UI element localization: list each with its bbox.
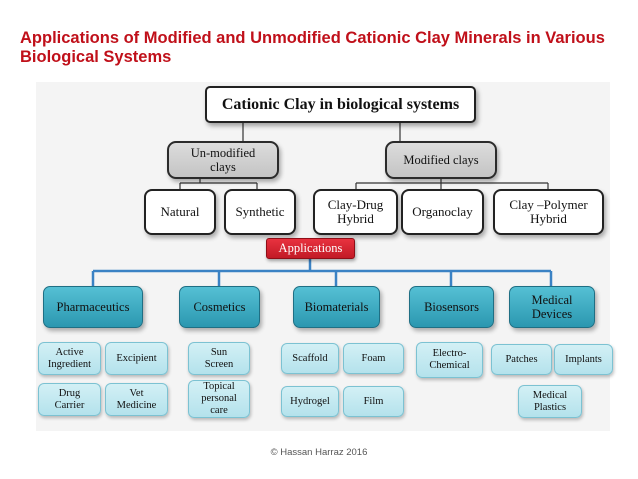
film-leaf: Film xyxy=(343,386,404,417)
excipient-label: Excipient xyxy=(116,352,157,364)
sun-screen-label: Sun Screen xyxy=(204,346,234,370)
applications-label: Applications xyxy=(278,241,343,255)
hydrogel-leaf: Hydrogel xyxy=(281,386,339,417)
film-label: Film xyxy=(363,395,384,407)
biomaterials-node: Biomaterials xyxy=(293,286,380,328)
organoclay-label: Organoclay xyxy=(412,204,473,219)
synthetic-node: Synthetic xyxy=(224,189,296,235)
active-ingredient-leaf: Active Ingredient xyxy=(38,342,101,375)
synthetic-label: Synthetic xyxy=(235,204,285,219)
implants-leaf: Implants xyxy=(554,344,613,375)
biosensors-label: Biosensors xyxy=(424,300,479,314)
topical-personal-care-label: Topical personal care xyxy=(201,381,237,416)
modified-clays-node: Modified clays xyxy=(385,141,497,179)
vet-medicine-leaf: Vet Medicine xyxy=(105,383,168,416)
clay-polymer-hybrid-node: Clay –Polymer Hybrid xyxy=(493,189,604,235)
clay-drug-hybrid-label: Clay-Drug Hybrid xyxy=(327,197,384,226)
modified-clays-label: Modified clays xyxy=(403,153,479,167)
foam-label: Foam xyxy=(361,352,386,364)
hydrogel-label: Hydrogel xyxy=(290,395,330,407)
electro-chemical-label: Electro-Chemical xyxy=(429,348,470,371)
drug-carrier-leaf: Drug Carrier xyxy=(38,383,101,416)
excipient-leaf: Excipient xyxy=(105,342,168,375)
cosmetics-node: Cosmetics xyxy=(179,286,260,328)
drug-carrier-label: Drug Carrier xyxy=(54,387,85,411)
clay-polymer-hybrid-label: Clay –Polymer Hybrid xyxy=(509,197,588,226)
topical-personal-care-leaf: Topical personal care xyxy=(188,380,250,418)
scaffold-leaf: Scaffold xyxy=(281,343,339,374)
active-ingredient-label: Active Ingredient xyxy=(47,346,92,370)
root-label: Cationic Clay in biological systems xyxy=(221,95,460,113)
pharmaceutics-node: Pharmaceutics xyxy=(43,286,143,328)
unmodified-clays-label: Un-modified clays xyxy=(190,146,256,174)
biosensors-node: Biosensors xyxy=(409,286,494,328)
medical-plastics-label: Medical Plastics xyxy=(532,389,568,413)
natural-label: Natural xyxy=(160,204,200,219)
copyright-footer: © Hassan Harraz 2016 xyxy=(270,447,368,458)
patches-leaf: Patches xyxy=(491,344,552,375)
medical-plastics-leaf: Medical Plastics xyxy=(518,385,582,418)
electro-chemical-leaf: Electro-Chemical xyxy=(416,342,483,378)
cosmetics-label: Cosmetics xyxy=(193,300,246,314)
unmodified-clays-node: Un-modified clays xyxy=(167,141,279,179)
pharmaceutics-label: Pharmaceutics xyxy=(56,300,130,314)
natural-node: Natural xyxy=(144,189,216,235)
root-node: Cationic Clay in biological systems xyxy=(205,86,476,123)
clay-drug-hybrid-node: Clay-Drug Hybrid xyxy=(313,189,398,235)
implants-label: Implants xyxy=(565,353,602,365)
patches-label: Patches xyxy=(505,353,538,365)
sun-screen-leaf: Sun Screen xyxy=(188,342,250,375)
scaffold-label: Scaffold xyxy=(292,352,328,364)
vet-medicine-label: Vet Medicine xyxy=(116,387,157,411)
foam-leaf: Foam xyxy=(343,343,404,374)
organoclay-node: Organoclay xyxy=(401,189,484,235)
medical-devices-label: Medical Devices xyxy=(531,293,573,321)
applications-node: Applications xyxy=(266,238,355,259)
medical-devices-node: Medical Devices xyxy=(509,286,595,328)
slide-title: Applications of Modified and Unmodified … xyxy=(20,29,605,66)
biomaterials-label: Biomaterials xyxy=(304,300,369,314)
